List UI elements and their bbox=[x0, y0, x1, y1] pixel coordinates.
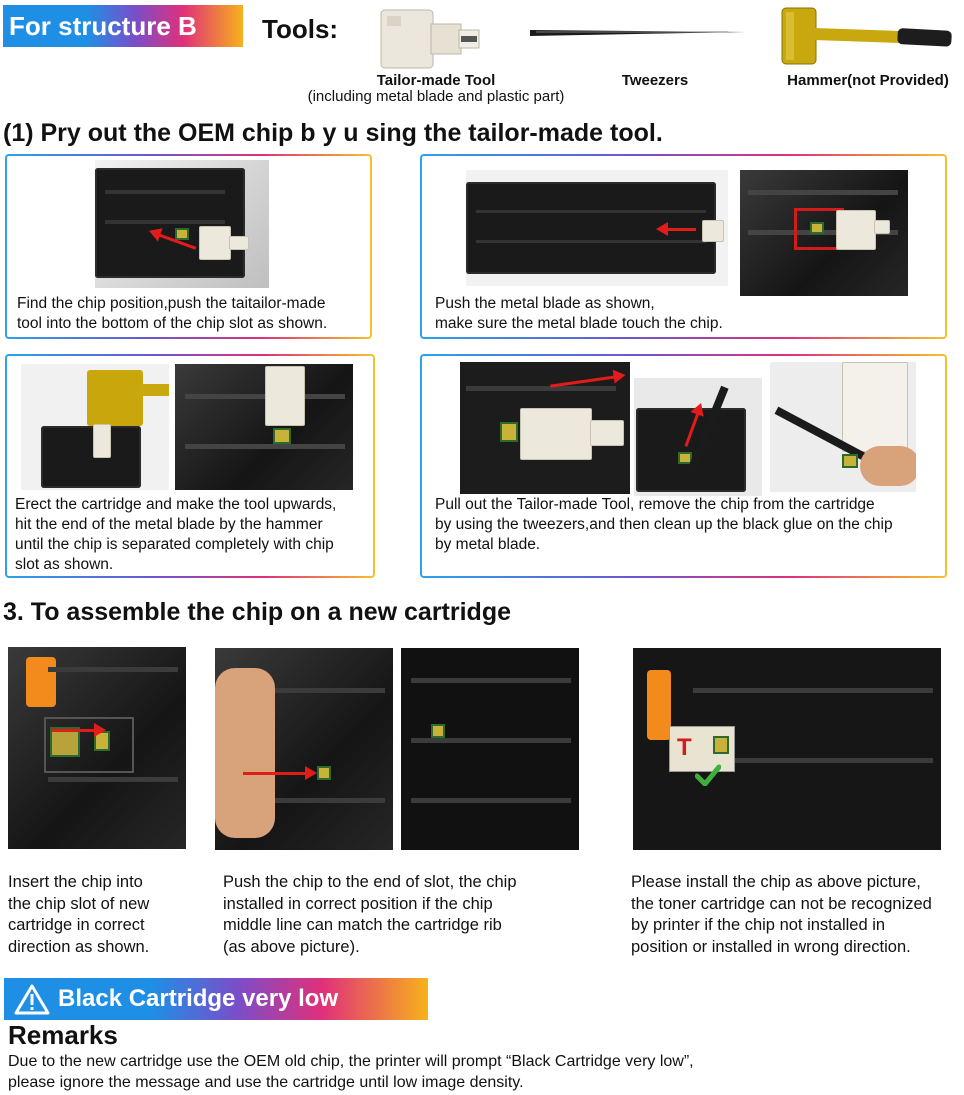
assembly-photo-2 bbox=[215, 648, 393, 850]
step4-text: Pull out the Tailor-made Tool, remove th… bbox=[435, 496, 893, 553]
assembly-photo-1 bbox=[8, 647, 186, 849]
step3-text: Erect the cartridge and make the tool up… bbox=[15, 496, 337, 573]
assembly-caption-3: Please install the chip as above picture… bbox=[631, 873, 932, 956]
assembly-photo-3 bbox=[401, 648, 579, 850]
step-box-1: Find the chip position,push the taitailo… bbox=[5, 154, 372, 339]
chip-mark-label: T bbox=[677, 734, 692, 761]
step-box-3: Erect the cartridge and make the tool up… bbox=[5, 354, 375, 578]
tool-caption-hammer: Hammer(not Provided) bbox=[787, 72, 949, 89]
step2-photo-b bbox=[740, 170, 908, 296]
section1-heading: (1) Pry out the OEM chip b y u sing the … bbox=[3, 119, 663, 147]
warning-triangle-icon bbox=[14, 983, 50, 1015]
tool-caption-tweezers: Tweezers bbox=[621, 72, 689, 89]
step3-photo-b bbox=[175, 364, 353, 490]
remarks-title: Remarks bbox=[8, 1020, 118, 1050]
checkmark-icon bbox=[694, 764, 722, 788]
section3-heading: 3. To assemble the chip on a new cartrid… bbox=[3, 598, 512, 626]
step1-photo bbox=[95, 160, 269, 288]
step3-photo-a bbox=[21, 364, 169, 490]
structure-label: For structure B bbox=[9, 11, 197, 41]
assembly-caption-1: Insert the chip into the chip slot of ne… bbox=[8, 873, 150, 956]
step4-photo-c bbox=[770, 362, 916, 492]
step4-photo-a bbox=[460, 362, 630, 494]
step2-text: Push the metal blade as shown, make sure… bbox=[435, 295, 723, 332]
tool-sub-tailor: (including metal blade and plastic part) bbox=[307, 88, 565, 105]
remarks-text: Due to the new cartridge use the OEM old… bbox=[8, 1053, 694, 1091]
step4-photo-b bbox=[634, 378, 762, 496]
tweezers-icon bbox=[528, 22, 750, 44]
step1-text: Find the chip position,push the taitailo… bbox=[17, 295, 328, 332]
step-box-4: Pull out the Tailor-made Tool, remove th… bbox=[420, 354, 947, 578]
hammer-icon bbox=[778, 6, 954, 68]
tool-caption-tailor: Tailor-made Tool bbox=[376, 72, 496, 89]
tools-label: Tools: bbox=[262, 14, 339, 44]
step-box-2: Push the metal blade as shown, make sure… bbox=[420, 154, 947, 339]
structure-banner: For structure B bbox=[3, 5, 243, 47]
step2-photo-a bbox=[466, 170, 728, 286]
assembly-photo-4: T bbox=[633, 648, 941, 850]
assembly-caption-2: Push the chip to the end of slot, the ch… bbox=[223, 873, 517, 956]
tailor-made-tool-icon bbox=[373, 6, 483, 72]
warning-banner: Black Cartridge very low bbox=[4, 978, 428, 1020]
warning-label: Black Cartridge very low bbox=[58, 985, 339, 1012]
